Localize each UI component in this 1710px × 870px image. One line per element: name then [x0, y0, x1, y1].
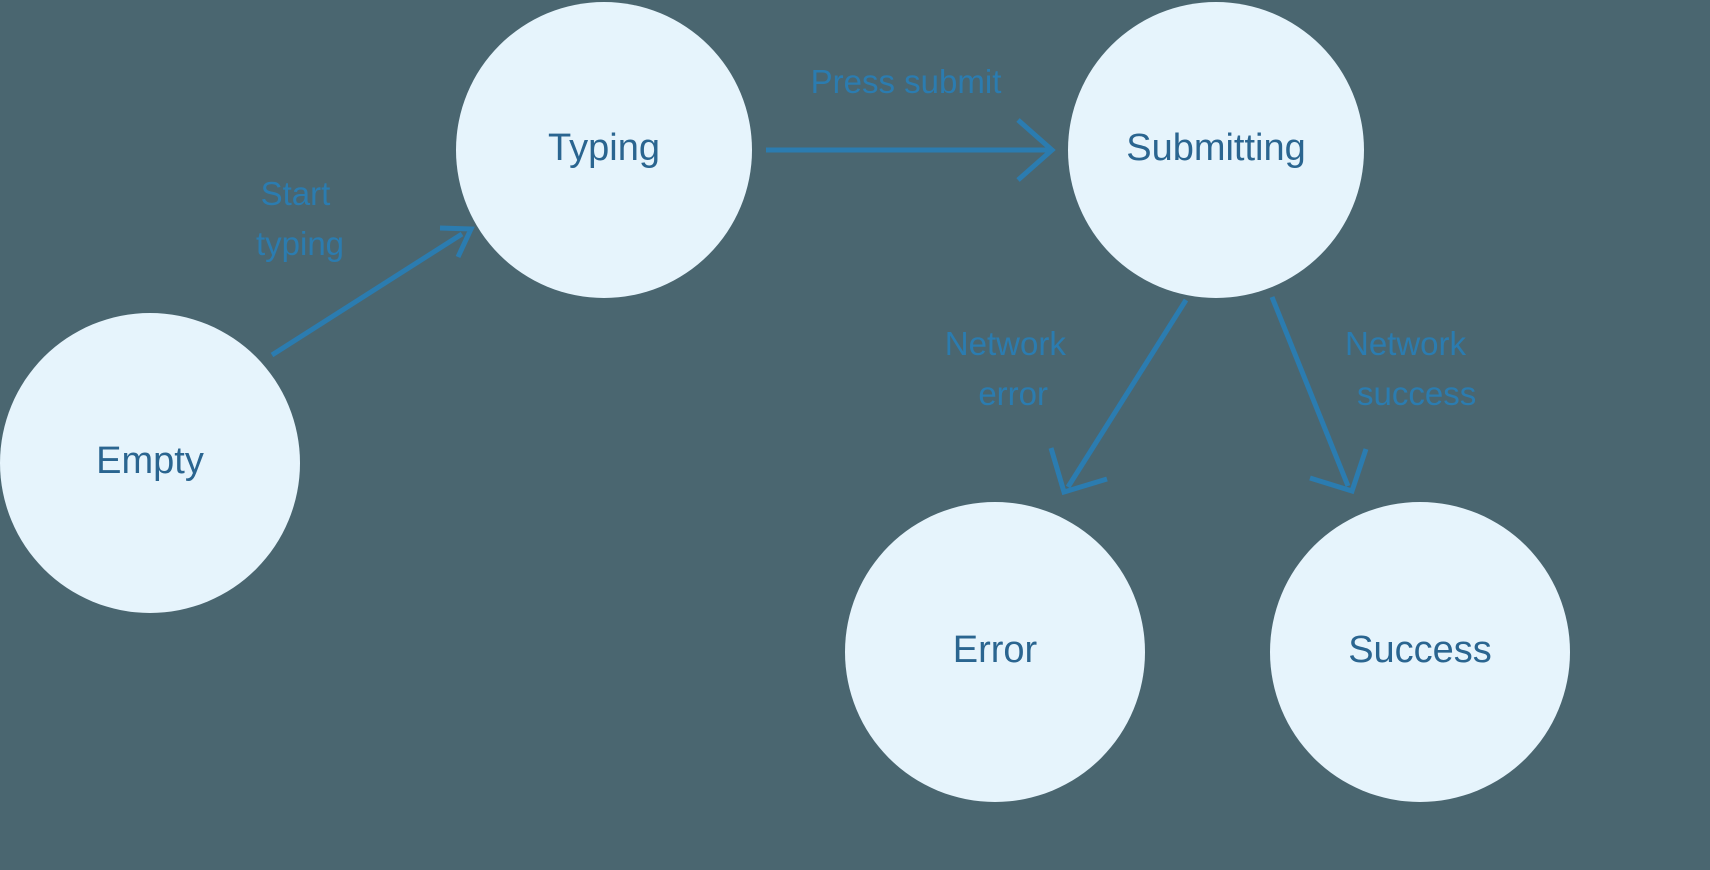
node-success[interactable]: Success: [1270, 502, 1570, 802]
node-circle-typing: [456, 2, 752, 298]
arrowhead-submitting-to-success: [1309, 448, 1369, 495]
edge-label-line: error: [978, 375, 1048, 412]
edge-submitting-to-error[interactable]: [1048, 298, 1189, 496]
node-label-submitting: Submitting: [1126, 127, 1306, 169]
nodes-layer: Empty Typing Submitting Error Success: [0, 2, 1570, 802]
edge-label-line: typing: [256, 225, 344, 262]
node-label-success: Success: [1348, 629, 1492, 671]
node-circle-empty: [0, 313, 300, 613]
node-label-error: Error: [953, 629, 1038, 671]
arrowhead-typing-to-submitting: [1016, 118, 1056, 182]
edge-label-network-success: Network success: [1345, 325, 1476, 412]
node-circle-success: [1270, 502, 1570, 802]
edge-labels-layer: Start typing Press submit Network error …: [256, 63, 1476, 412]
arrowhead-submitting-to-error: [1048, 447, 1108, 496]
edges-layer: [270, 118, 1369, 496]
node-label-typing: Typing: [548, 127, 660, 169]
edge-label-line: success: [1357, 375, 1476, 412]
edge-empty-to-typing[interactable]: [270, 225, 475, 358]
edge-line-submitting-to-success: [1269, 296, 1351, 487]
node-error[interactable]: Error: [845, 502, 1145, 802]
node-circle-error: [845, 502, 1145, 802]
edge-label-press-submit: Press submit: [811, 63, 1002, 100]
edge-submitting-to-success[interactable]: [1269, 296, 1369, 495]
edge-label-line: Network: [945, 325, 1067, 362]
arrowhead-empty-to-typing: [439, 225, 475, 259]
node-typing[interactable]: Typing: [456, 2, 752, 298]
node-empty[interactable]: Empty: [0, 313, 300, 613]
edge-label-line: Network: [1345, 325, 1467, 362]
node-submitting[interactable]: Submitting: [1068, 2, 1364, 298]
edge-typing-to-submitting[interactable]: [766, 118, 1056, 182]
node-circle-submitting: [1068, 2, 1364, 298]
edge-label-line: Start: [261, 175, 331, 212]
edge-label-network-error: Network error: [945, 325, 1075, 412]
edge-label-line: Press submit: [811, 63, 1002, 100]
node-label-empty: Empty: [96, 440, 204, 482]
edge-line-submitting-to-error: [1065, 298, 1189, 489]
edge-line-empty-to-typing: [270, 231, 464, 358]
edge-label-start-typing: Start typing: [256, 175, 344, 262]
